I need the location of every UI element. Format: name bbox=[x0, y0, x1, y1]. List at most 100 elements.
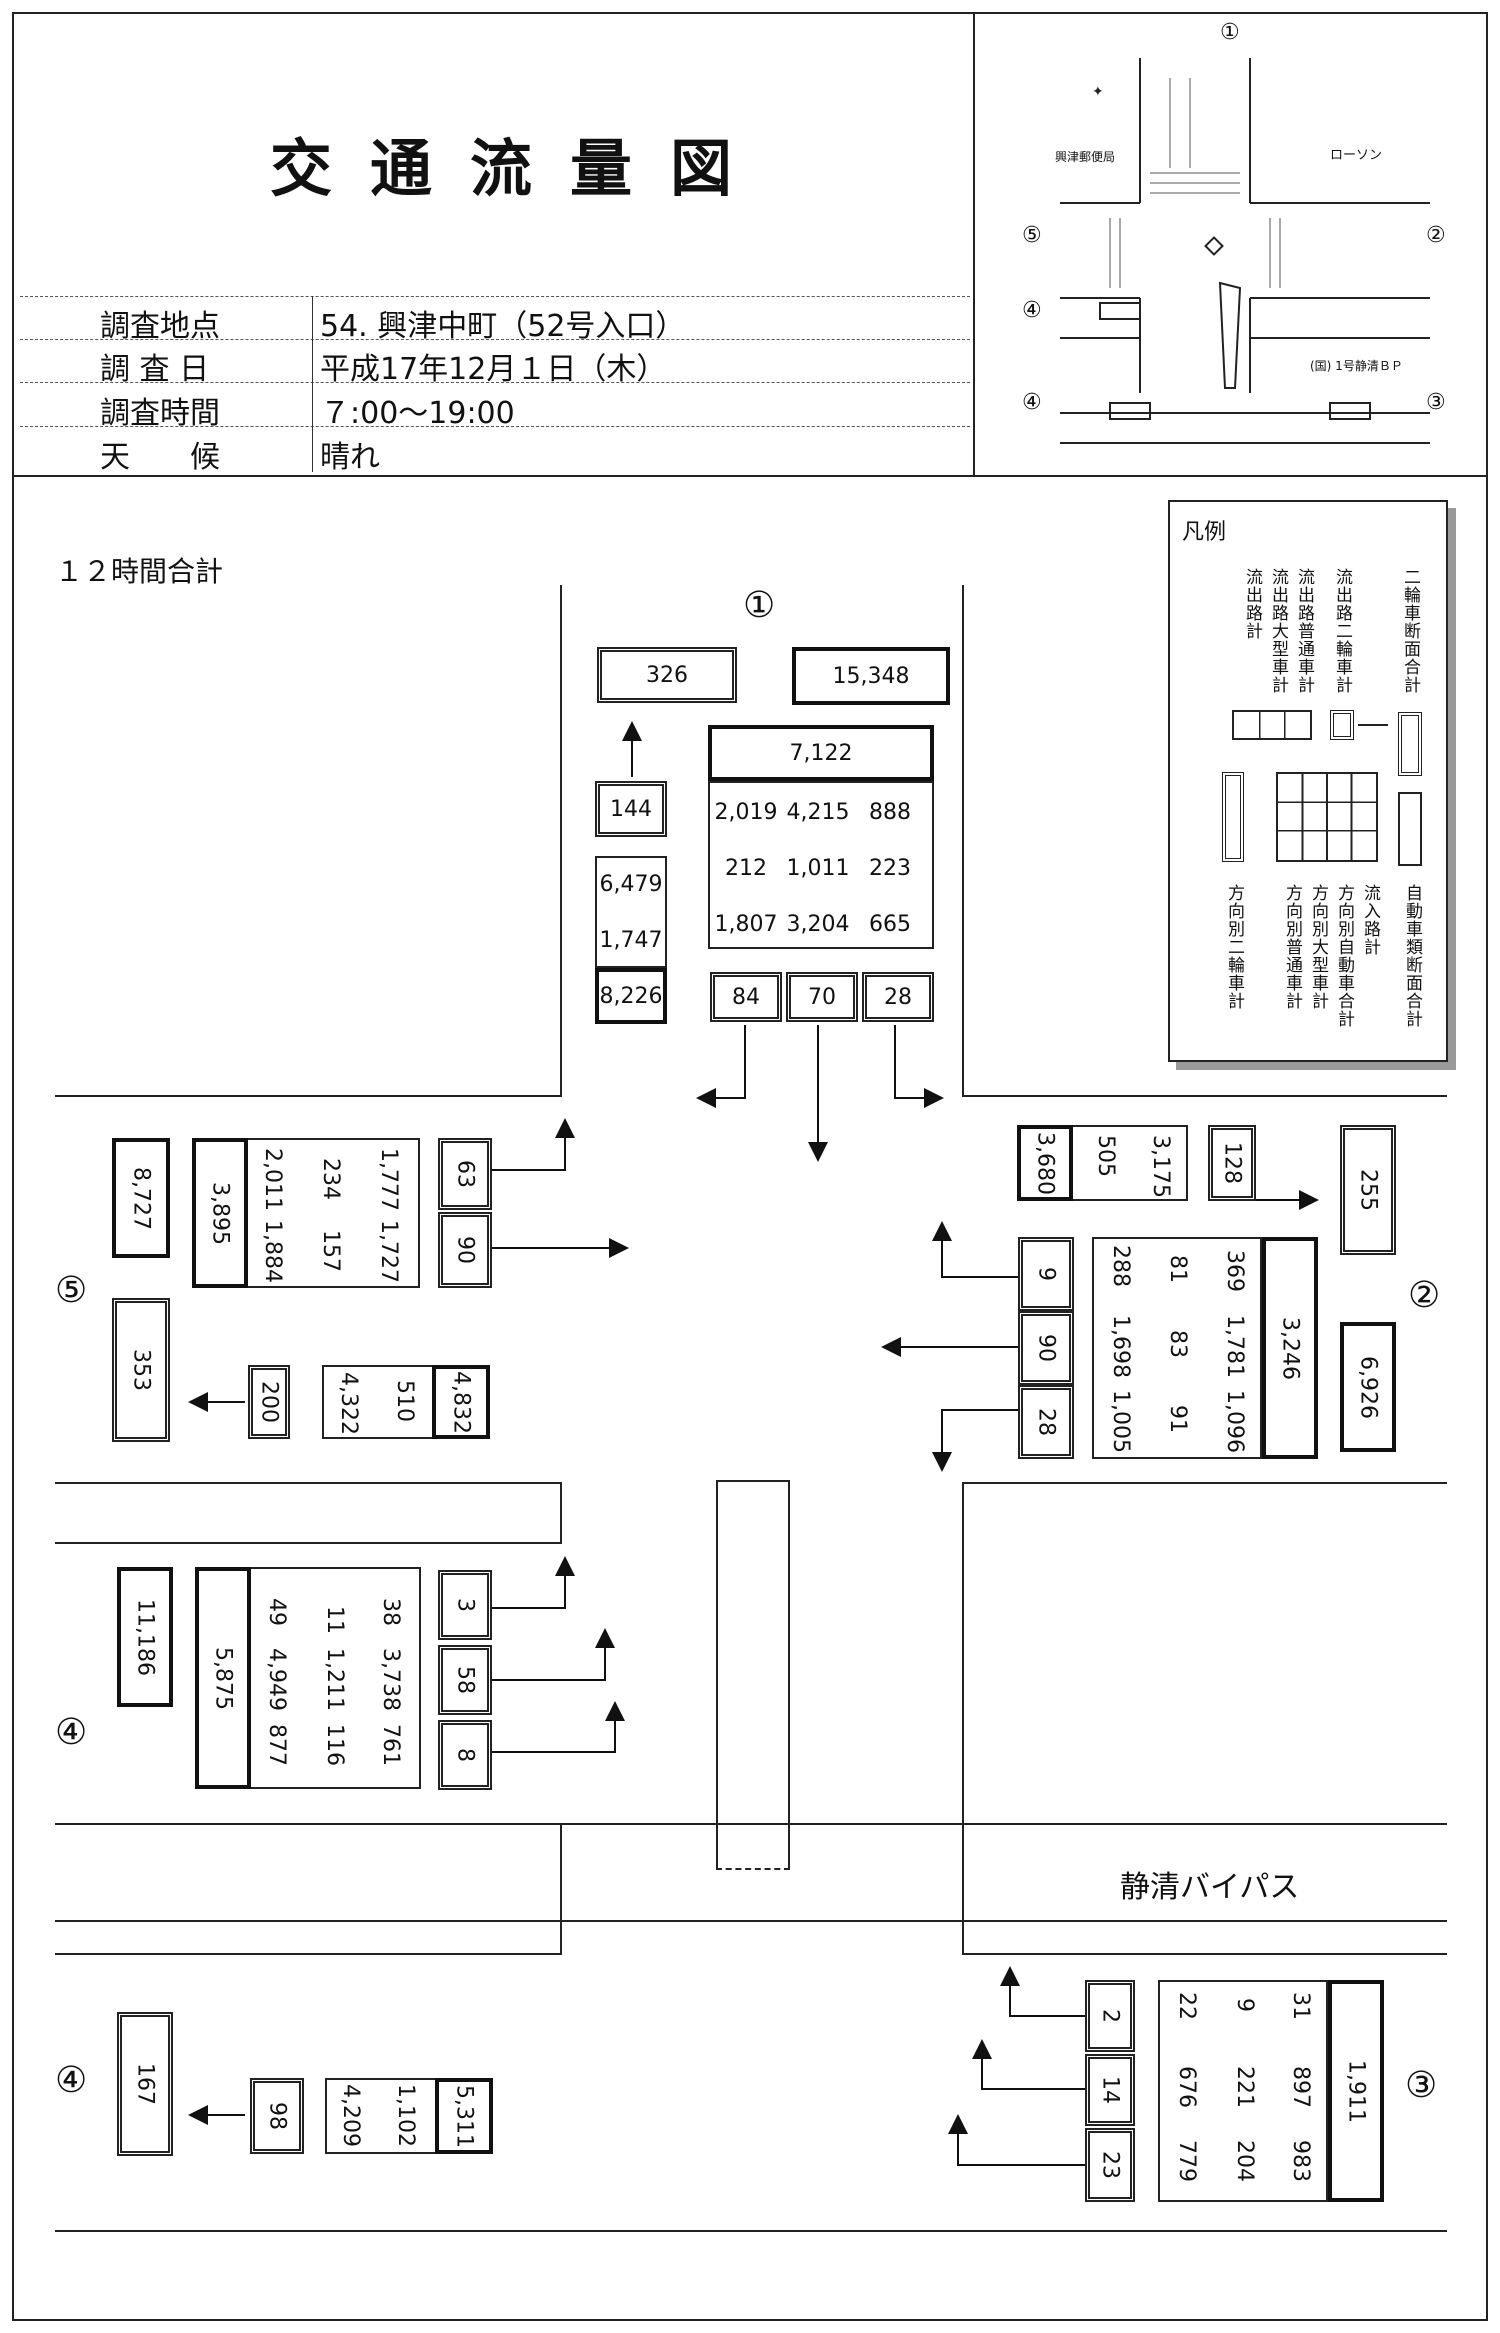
page-title: 交通流量図 bbox=[270, 132, 771, 205]
a5-dir-grid bbox=[248, 1138, 420, 1288]
a5-out-total: 4,832 bbox=[432, 1365, 490, 1439]
a2-out-stack bbox=[1073, 1125, 1188, 1201]
road-edge bbox=[55, 1482, 562, 1484]
a1-dir-total-cell: 888 bbox=[869, 800, 911, 825]
a1-out-total: 8,226 bbox=[595, 968, 667, 1024]
a5-dir-bike: 63 bbox=[438, 1138, 492, 1210]
road-name-label: 静清バイパス bbox=[1120, 1870, 1300, 1905]
a1-dir-total-cell: 2,019 bbox=[714, 800, 778, 825]
road-edge bbox=[55, 2230, 1447, 2232]
period-label: １２時間合計 bbox=[55, 555, 224, 588]
road-edge bbox=[962, 1953, 1447, 1955]
a1-dir-normal-cell: 3,204 bbox=[786, 912, 850, 937]
a2-in-total: 3,246 bbox=[1262, 1237, 1318, 1459]
a4n-col-c-cell: 761 bbox=[378, 1724, 403, 1766]
a5-dir-bike: 90 bbox=[438, 1212, 492, 1288]
a1-out-bike: 326 bbox=[597, 647, 737, 703]
a4n-col-b-cell: 11 bbox=[322, 1606, 347, 1634]
approach-5-mark: ⑤ bbox=[55, 1270, 88, 1311]
legend-label: 流入路計 bbox=[1360, 884, 1380, 956]
legend-label: 流出路二輪車計 bbox=[1332, 568, 1352, 694]
a2-out-total: 3,680 bbox=[1017, 1125, 1073, 1201]
road-edge bbox=[560, 1823, 562, 1955]
a4n-dir-bike: 8 bbox=[438, 1720, 492, 1790]
approach-4s-mark: ④ bbox=[55, 2060, 88, 2101]
a1-dir-grid bbox=[708, 781, 934, 949]
a1-out-stack bbox=[595, 856, 667, 968]
legend-label: 流出路普通車計 bbox=[1294, 568, 1314, 694]
road-edge bbox=[962, 585, 964, 1095]
a1-dir-bike: 84 bbox=[710, 972, 782, 1022]
a3-col1-cell: 676 bbox=[1174, 2066, 1199, 2108]
a3-dir-bike: 23 bbox=[1085, 2128, 1135, 2202]
a4n-dir-bike: 58 bbox=[438, 1645, 492, 1715]
a2-section-total: 6,926 bbox=[1340, 1322, 1396, 1452]
a2-bike-section: 255 bbox=[1340, 1125, 1396, 1255]
map-mark-1: ① bbox=[1220, 20, 1240, 45]
map-post-office-label: 興津郵便局 bbox=[1055, 150, 1116, 164]
approach-2-mark: ② bbox=[1408, 1275, 1441, 1316]
legend-sample-bike-section bbox=[1398, 712, 1422, 776]
a1-dir-bike: 28 bbox=[862, 972, 934, 1022]
a1-dir-bike: 70 bbox=[786, 972, 858, 1022]
a4s-out-normal: 4,209 bbox=[338, 2084, 363, 2147]
a3-dir-bike: 2 bbox=[1085, 1980, 1135, 2052]
map-mark-3: ③ bbox=[1426, 390, 1446, 415]
road-edge bbox=[962, 1837, 964, 1955]
road-edge bbox=[55, 1823, 1447, 1825]
road-edge bbox=[55, 1953, 562, 1955]
a3-col2-cell: 9 bbox=[1232, 1998, 1257, 2012]
a2-col1-cell: 288 bbox=[1108, 1245, 1133, 1287]
approach-3-mark: ③ bbox=[1405, 2065, 1438, 2106]
info-value: 54. 興津中町（52号入口） bbox=[320, 309, 686, 344]
a2-col3-cell: 369 bbox=[1222, 1250, 1247, 1292]
a4s-out-bike: 98 bbox=[250, 2078, 304, 2154]
svg-text:✦: ✦ bbox=[1092, 84, 1104, 100]
median-island bbox=[716, 1480, 790, 1870]
header-vdivider bbox=[973, 12, 975, 476]
info-label: 調査地点 bbox=[100, 309, 220, 344]
map-mark-2: ② bbox=[1426, 223, 1446, 248]
info-row-weather: 天 候 晴れ bbox=[20, 428, 970, 475]
a2-col1-cell: 1,698 bbox=[1108, 1315, 1133, 1378]
a5-out-bike: 200 bbox=[248, 1365, 290, 1439]
a2-dir-grid bbox=[1092, 1237, 1262, 1459]
a3-col3-cell: 897 bbox=[1288, 2066, 1313, 2108]
a4n-dir-bike: 3 bbox=[438, 1570, 492, 1640]
a1-dir-large-cell: 223 bbox=[869, 856, 911, 881]
map-route-label: (国) 1号静清ＢＰ bbox=[1310, 359, 1403, 373]
a3-in-total: 1,911 bbox=[1328, 1980, 1384, 2202]
a2-out-normal: 3,175 bbox=[1148, 1135, 1173, 1198]
a5-out-large: 510 bbox=[392, 1380, 417, 1422]
a1-dir-total-cell: 4,215 bbox=[786, 800, 850, 825]
legend-sample-bike-arrow bbox=[1358, 724, 1388, 726]
road-edge bbox=[962, 1482, 1447, 1484]
a1-in-total: 7,122 bbox=[708, 725, 934, 781]
road-edge bbox=[55, 1920, 1447, 1922]
a5-in-total: 3,895 bbox=[192, 1138, 248, 1288]
a3-col1-cell: 779 bbox=[1174, 2140, 1199, 2182]
a2-dir-bike: 28 bbox=[1018, 1385, 1074, 1459]
a2-col3-cell: 1,781 bbox=[1222, 1315, 1247, 1378]
road-edge bbox=[55, 1095, 562, 1097]
a3-dir-grid bbox=[1158, 1980, 1328, 2202]
road-edge bbox=[962, 1095, 1447, 1097]
legend-label: 方向別自動車合計 bbox=[1334, 884, 1354, 1028]
a4n-dir-grid bbox=[251, 1567, 421, 1789]
header-divider bbox=[12, 475, 1488, 477]
road-edge bbox=[962, 1482, 964, 1837]
legend-sample-bike bbox=[1330, 710, 1354, 740]
a4n-section-total: 11,186 bbox=[117, 1567, 173, 1707]
a5-col-b-cell: 234 bbox=[318, 1158, 343, 1200]
legend-sample-out bbox=[1232, 710, 1312, 740]
a1-dir-large-cell: 212 bbox=[725, 856, 767, 881]
a2-dir-bike: 9 bbox=[1018, 1237, 1074, 1311]
info-label: 調 査 日 bbox=[100, 352, 210, 387]
legend-label: 方向別大型車計 bbox=[1308, 884, 1328, 1010]
a3-col2-cell: 221 bbox=[1232, 2066, 1257, 2108]
a5-col-b-cell: 157 bbox=[318, 1230, 343, 1272]
a1-out-large: 1,747 bbox=[599, 928, 663, 953]
a5-col-a-cell: 1,884 bbox=[260, 1220, 285, 1283]
a1-out-bike-small: 144 bbox=[595, 781, 667, 837]
